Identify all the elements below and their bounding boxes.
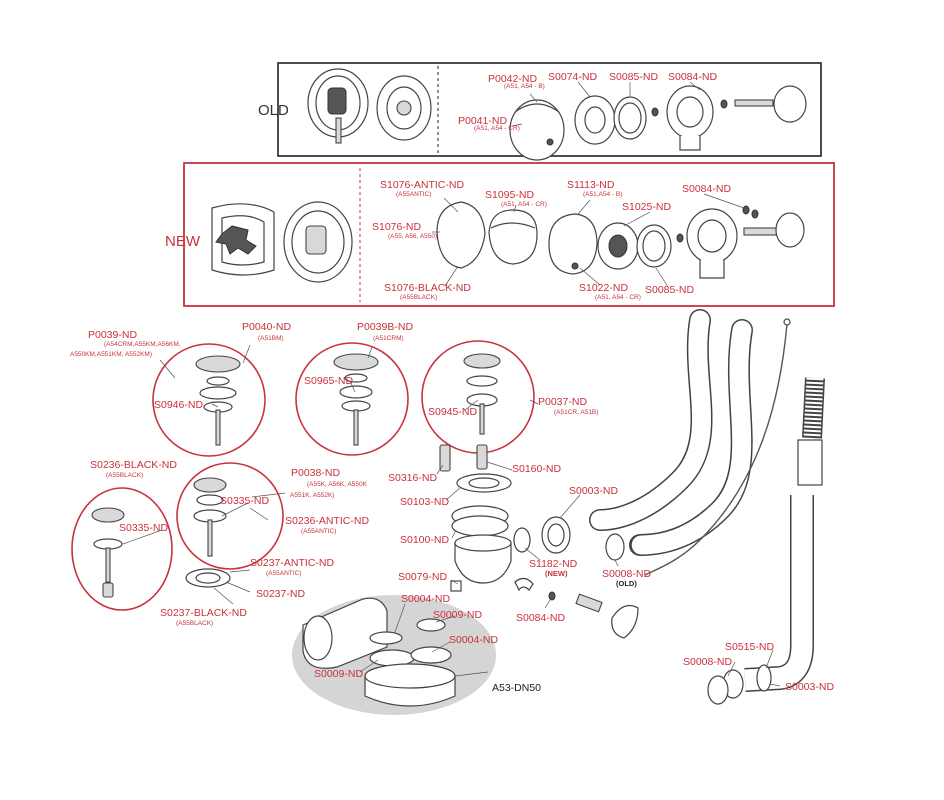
label-s0084_bot: S0084-ND xyxy=(516,612,565,624)
old-section-label: OLD xyxy=(258,102,289,119)
label-s1022: S1022-ND xyxy=(579,282,628,294)
label-s1182: S1182-ND xyxy=(529,558,578,570)
stopper-illustrations xyxy=(91,353,501,598)
label-s0079: S0079-ND xyxy=(398,571,447,583)
label-s1076: S1076-ND xyxy=(372,221,421,233)
label-s0003_a: S0003-ND xyxy=(569,485,618,497)
label-p0042-sub: (A51, A54 - B) xyxy=(504,83,545,90)
label-s0237_black: S0237-BLACK-ND xyxy=(160,607,247,619)
label-s0236_antic-sub: (A55ANTIC) xyxy=(301,528,336,535)
label-p0039b: P0039B-ND xyxy=(357,321,413,333)
label-p0037-sub: (A51CR, A51B) xyxy=(554,409,598,416)
label-s1076_antic-sub: (A55ANTIC) xyxy=(396,191,431,198)
label-p0039b-sub: (A51CRM) xyxy=(373,335,404,342)
label-s0236_black-sub: (A55BLACK) xyxy=(106,472,143,479)
label-s1076_black: S1076-BLACK-ND xyxy=(384,282,471,294)
label-p0039-sub: (A54CRM,A55KM,A56KM, xyxy=(104,341,181,348)
label-s0008_a: S0008-ND xyxy=(602,568,651,580)
label-s0084_old: S0084-ND xyxy=(668,71,717,83)
label-s0236_black: S0236-BLACK-ND xyxy=(90,459,177,471)
label-s0008_a-sub: (OLD) xyxy=(616,579,637,588)
label-s0237_antic: S0237-ANTIC-ND xyxy=(250,557,334,569)
label-s0100: S0100-ND xyxy=(400,534,449,546)
new-section-frame xyxy=(183,162,835,307)
label-s0316: S0316-ND xyxy=(388,472,437,484)
hose-illustration xyxy=(589,309,825,705)
label-s1076-sub: (A55, A56, A550) xyxy=(388,233,437,240)
stopper-group-p0039b xyxy=(295,342,409,456)
new-parts-illustration xyxy=(436,201,805,279)
label-p0038-sub: (A55K, A56K, A550K xyxy=(307,481,368,488)
part-labels: P0042-ND(A51, A54 - B)P0041-ND(A51, A54 … xyxy=(70,71,834,694)
label-s1025: S1025-ND xyxy=(622,201,671,213)
label-p0039: P0039-ND xyxy=(88,329,137,341)
stopper-group-s0236-black xyxy=(71,487,173,611)
label-s1113-sub: (A51,A54 - B) xyxy=(583,191,622,198)
label-s0237_black-sub: (A55BLACK) xyxy=(176,620,213,627)
label-s1095: S1095-ND xyxy=(485,189,534,201)
stopper-group-p0038 xyxy=(176,462,284,570)
label-s0103: S0103-ND xyxy=(400,496,449,508)
label-s1076_antic: S1076-ANTIC-ND xyxy=(380,179,464,191)
label-s0009_a: S0009-ND xyxy=(433,609,482,621)
label-s0008_b: S0008-ND xyxy=(683,656,732,668)
siphon-illustration xyxy=(302,597,456,707)
waste-fitting-illustration xyxy=(439,444,639,639)
label-s1182-sub: (NEW) xyxy=(545,569,568,578)
label-p0040-sub: (A51BM) xyxy=(258,335,284,342)
label-s0074: S0074-ND xyxy=(548,71,597,83)
label-s0004_b: S0004-ND xyxy=(449,634,498,646)
label-s0515: S0515-ND xyxy=(725,641,774,653)
label-s0160: S0160-ND xyxy=(512,463,561,475)
old-parts-illustration xyxy=(509,85,807,161)
label-p0041: P0041-ND xyxy=(458,115,507,127)
label-s0084_new: S0084-ND xyxy=(682,183,731,195)
label-p0042: P0042-ND xyxy=(488,73,537,85)
label-p0039_line2: A550KM,A551KM, A552KM) xyxy=(70,351,152,358)
label-p0041-sub: (A51, A54 - CR) xyxy=(474,125,520,132)
label-p0038_line2: A551K, A552K) xyxy=(290,492,334,499)
new-section-label: NEW xyxy=(165,233,201,250)
label-p0037: P0037-ND xyxy=(538,396,587,408)
label-s1022-sub: (A51, A54 - CR) xyxy=(595,294,641,301)
old-handle-illustration xyxy=(307,68,432,144)
label-s1076_black-sub: (A55BLACK) xyxy=(400,294,437,301)
label-s0004_a: S0004-ND xyxy=(401,593,450,605)
label-s0945: S0945-ND xyxy=(428,406,477,418)
label-s0237_antic-sub: (A55ANTIC) xyxy=(266,570,301,577)
label-s0335_a: S0335-ND xyxy=(119,522,168,534)
label-s0085_old: S0085-ND xyxy=(609,71,658,83)
new-handle-illustration xyxy=(211,201,353,283)
label-s0946: S0946-ND xyxy=(154,399,203,411)
label-s0335_b: S0335-ND xyxy=(220,495,269,507)
label-s0003_b: S0003-ND xyxy=(785,681,834,693)
stopper-group-p0040 xyxy=(152,343,266,457)
label-s1113: S1113-ND xyxy=(567,179,615,191)
label-p0040: P0040-ND xyxy=(242,321,291,333)
leader-lines xyxy=(122,81,781,687)
label-s0965: S0965-ND xyxy=(304,375,353,387)
label-s0009_b: S0009-ND xyxy=(314,668,363,680)
label-s0237: S0237-ND xyxy=(256,588,305,600)
label-s1095-sub: (A51, A54 - CR) xyxy=(501,201,547,208)
label-s0236_antic: S0236-ANTIC-ND xyxy=(285,515,369,527)
label-a53: A53-DN50 xyxy=(492,682,541,694)
label-s0085_new: S0085-ND xyxy=(645,284,694,296)
label-p0038: P0038-ND xyxy=(291,467,340,479)
